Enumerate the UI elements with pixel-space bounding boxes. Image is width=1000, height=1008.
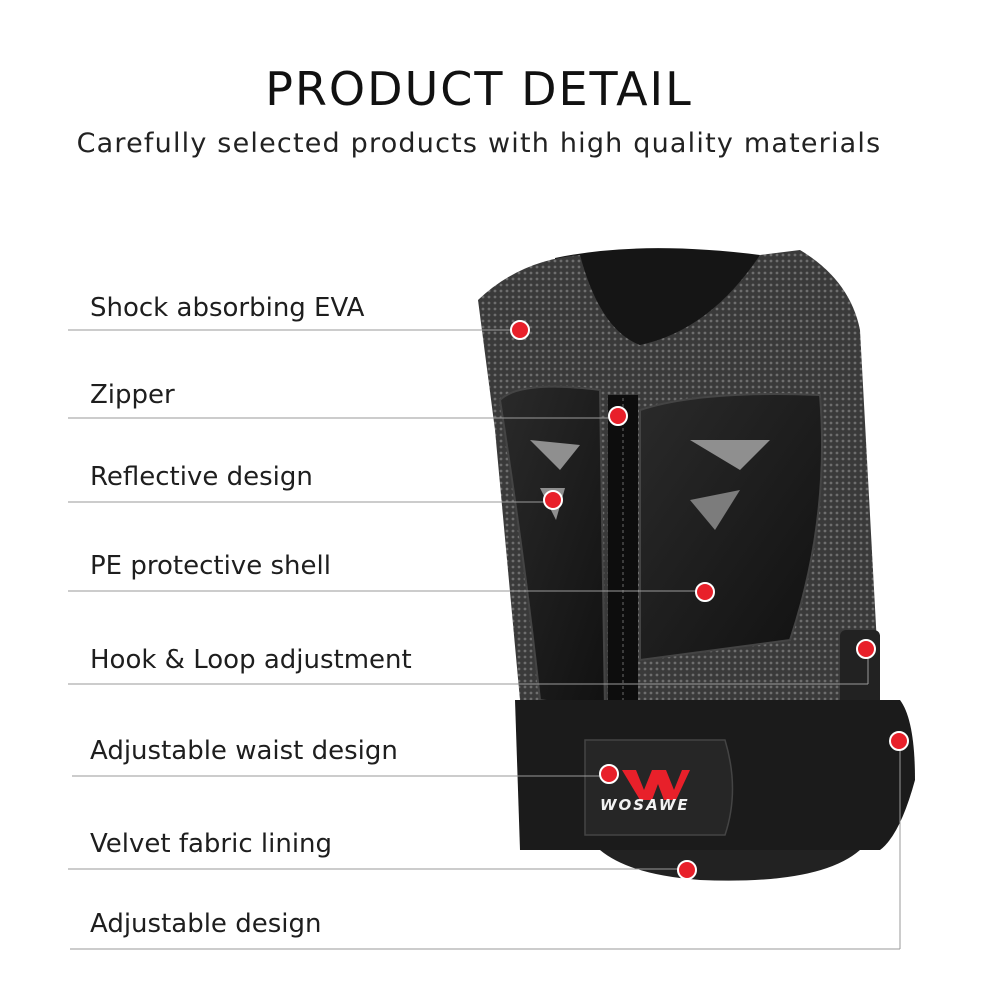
marker-shock-absorbing-eva [510,320,530,340]
marker-zipper [608,406,628,426]
page-subtitle: Carefully selected products with high qu… [76,128,882,159]
feature-label-adjustable-design: Adjustable design [90,909,322,939]
marker-adjustable-design [889,731,909,751]
marker-velvet-lining [677,860,697,880]
feature-label-shock-absorbing-eva: Shock absorbing EVA [90,293,365,323]
vest-bottom-lining [600,850,860,881]
feature-label-zipper: Zipper [90,380,175,410]
feature-label-velvet-lining: Velvet fabric lining [90,829,333,859]
page-title: PRODUCT DETAIL [265,62,693,116]
vest-left-shell [498,385,607,712]
brand-name: WOSAWE [600,796,690,814]
feature-label-adjustable-waist: Adjustable waist design [90,736,398,766]
brand-logo-icon [622,770,690,800]
marker-hook-loop [856,639,876,659]
leader-lines [68,329,901,950]
feature-label-hook-loop: Hook & Loop adjustment [90,645,412,675]
marker-reflective-design [543,490,563,510]
marker-pe-protective-shell [695,582,715,602]
feature-label-reflective-design: Reflective design [90,462,313,492]
feature-markers [510,320,909,880]
belt-flap [584,739,734,836]
reflective-strip-left [530,440,580,470]
reflective-strip-right-2 [690,490,740,530]
reflective-strip-right [690,440,770,470]
marker-adjustable-waist [599,764,619,784]
feature-label-pe-protective-shell: PE protective shell [90,551,331,581]
vest-right-shell [639,393,823,662]
